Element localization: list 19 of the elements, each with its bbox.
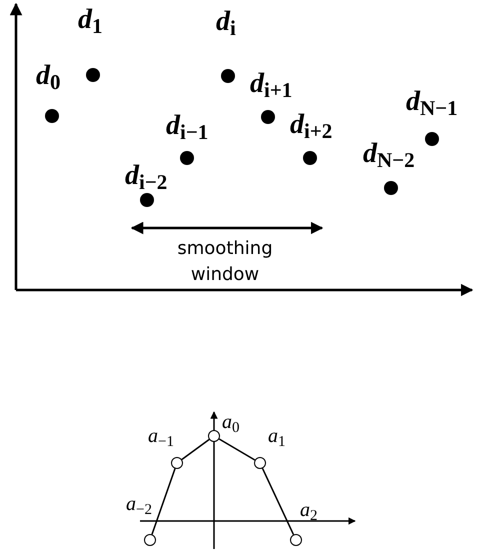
- coefficient-label: a$_{2}$: [300, 500, 318, 520]
- point-label: d$_{i−2}$: [125, 162, 168, 190]
- point-label: d$_{i}$: [216, 8, 236, 36]
- point-label: d$_{i−1}$: [166, 112, 208, 140]
- connector-line: [262, 468, 294, 535]
- point-label: d$_{i+2}$: [290, 111, 332, 139]
- connector-line: [218, 438, 256, 461]
- coefficient-label: a$_{1}$: [268, 426, 286, 446]
- point-label: d$_{N−1}$: [406, 88, 458, 116]
- point-label: d$_{1}$: [78, 6, 102, 34]
- coefficient-label: a$_{−2}$: [126, 494, 152, 514]
- window-label: smoothing window: [176, 237, 274, 287]
- point-label: d$_{0}$: [36, 62, 60, 90]
- connector-line: [151, 468, 176, 535]
- point-label: d$_{i+1}$: [250, 70, 292, 98]
- coefficient-label: a$_{0}$: [222, 412, 240, 432]
- coefficient-label: a$_{−1}$: [148, 426, 174, 446]
- point-label: d$_{N−2}$: [363, 140, 415, 168]
- connector-line: [181, 438, 210, 460]
